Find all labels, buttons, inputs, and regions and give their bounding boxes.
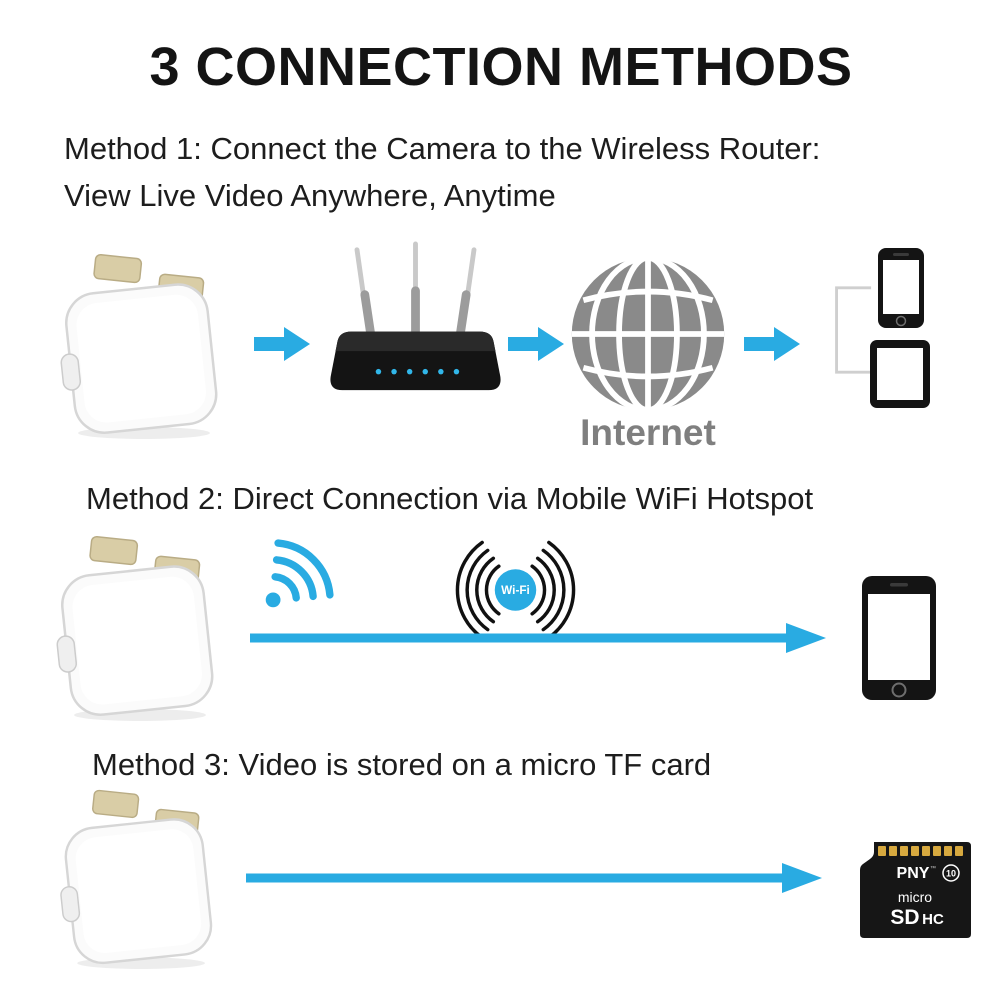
tablet-icon — [870, 340, 930, 408]
sd-class-label: 10 — [946, 869, 956, 879]
camera-plug-icon — [52, 782, 216, 971]
arrow-right-icon — [254, 327, 310, 361]
method-1-heading-line2: View Live Video Anywhere, Anytime — [64, 177, 556, 213]
arrow-right-icon — [744, 327, 800, 361]
sd-logo-hc: HC — [922, 911, 944, 928]
micro-sd-card-icon: PNY ™ 10 micro SD HC — [860, 842, 971, 938]
arrow-right-icon — [508, 327, 564, 361]
camera-plug-icon — [48, 528, 217, 723]
connector-bracket — [835, 286, 872, 374]
wifi-signal-icon: Wi-Fi — [455, 540, 576, 640]
sd-brand-mark: ™ — [930, 865, 936, 872]
smartphone-icon — [878, 248, 924, 328]
smartphone-icon — [862, 576, 936, 700]
sd-brand-label: PNY — [897, 865, 930, 882]
long-arrow-right-icon — [248, 620, 828, 656]
sd-logo-sd: SD — [890, 906, 919, 929]
method-1-heading: Method 1: Connect the Camera to the Wire… — [64, 126, 820, 219]
camera-plug-icon — [52, 246, 221, 441]
method-3-heading: Method 3: Video is stored on a micro TF … — [92, 747, 712, 782]
wifi-router-icon — [330, 241, 501, 391]
internet-globe-icon — [571, 254, 725, 414]
long-arrow-right-icon — [244, 860, 824, 896]
wifi-label: Wi-Fi — [501, 584, 530, 597]
internet-label: Internet — [580, 412, 716, 453]
wifi-waves-icon — [265, 539, 334, 608]
method-2-heading: Method 2: Direct Connection via Mobile W… — [86, 481, 814, 516]
method-1-heading-line1: Method 1: Connect the Camera to the Wire… — [64, 131, 821, 166]
sd-logo-micro: micro — [898, 889, 932, 905]
page-title: 3 CONNECTION METHODS — [149, 37, 853, 97]
